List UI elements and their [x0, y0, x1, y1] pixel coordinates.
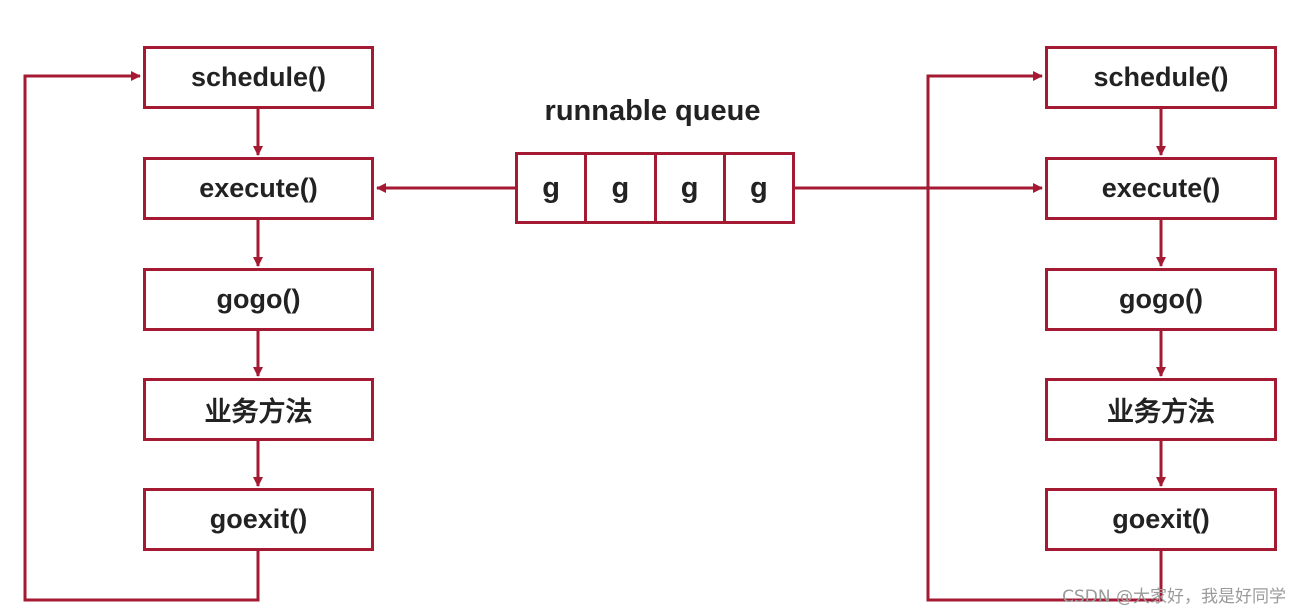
right-step-execute: execute()	[1045, 157, 1277, 220]
queue-item: g	[750, 171, 768, 204]
left-step-execute: execute()	[143, 157, 374, 220]
right-step-gogo: gogo()	[1045, 268, 1277, 331]
left-step-gogo: gogo()	[143, 268, 374, 331]
left-loop-arrow	[23, 71, 260, 602]
right-step-schedule: schedule()	[1045, 46, 1277, 109]
right-loop-arrow	[926, 71, 1163, 602]
queue-item: g	[587, 155, 657, 221]
queue-item: g	[518, 155, 588, 221]
left-step-schedule: schedule()	[143, 46, 374, 109]
queue-title: runnable queue	[544, 95, 761, 127]
right-step-goexit: goexit()	[1045, 488, 1277, 551]
runnable-queue: g g g g	[515, 152, 795, 224]
right-step-business-method: 业务方法	[1045, 378, 1277, 441]
left-step-goexit: goexit()	[143, 488, 374, 551]
watermark: CSDN @大家好，我是好同学	[1062, 587, 1286, 607]
left-step-business-method: 业务方法	[143, 378, 374, 441]
queue-item: g	[657, 155, 726, 221]
